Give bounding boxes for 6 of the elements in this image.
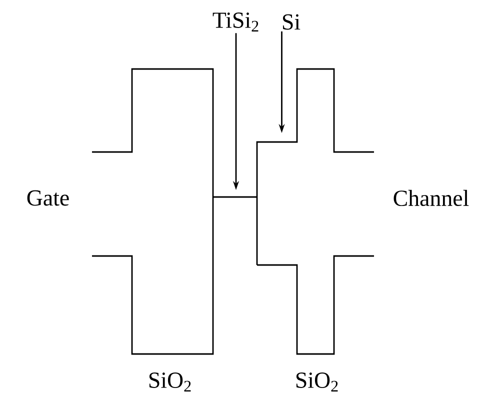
layer-label: TiSi$_{2}$ <box>212 12 258 32</box>
region-label: Channel <box>394 190 469 206</box>
layer-label: Si <box>282 14 300 30</box>
region-label: SiO$_{2}$ <box>296 372 338 392</box>
region-label: Gate <box>27 190 69 206</box>
region-label: SiO$_{2}$ <box>149 372 191 392</box>
